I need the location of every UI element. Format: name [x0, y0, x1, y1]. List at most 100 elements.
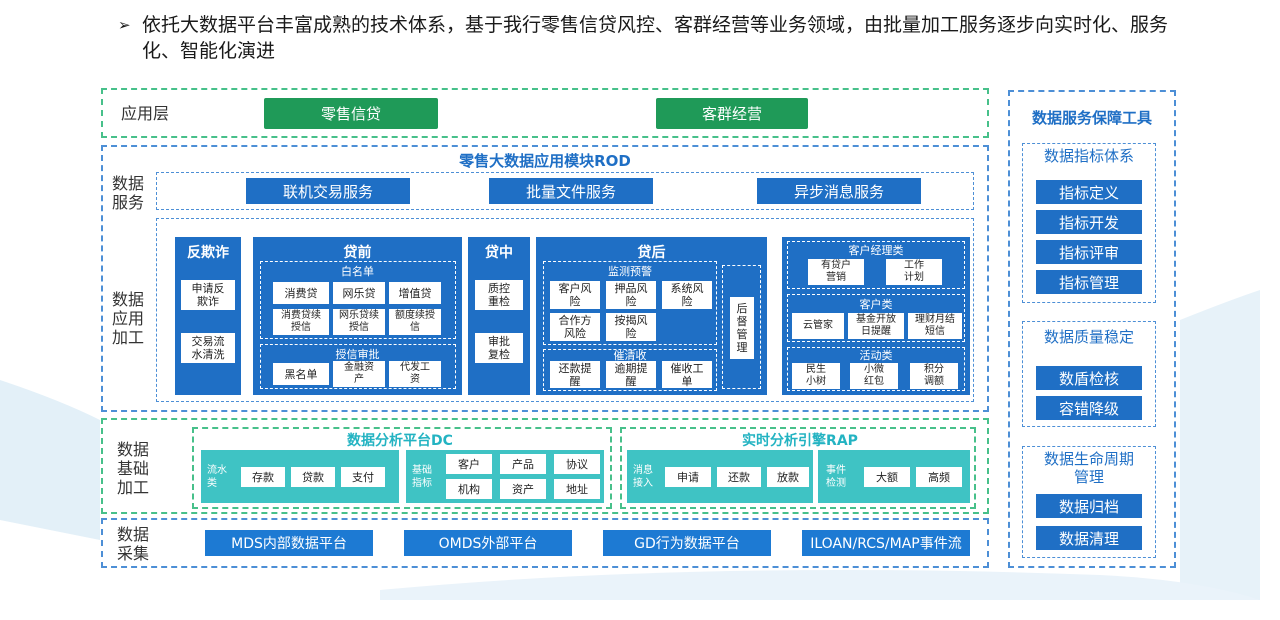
basic-processing-layer: [101, 418, 989, 514]
antifraud-transaction-cleaning[interactable]: 交易流水清洗: [181, 333, 235, 363]
antifraud-column: 反欺诈 申请反欺诈 交易流水清洗: [175, 237, 241, 395]
collection-event-stream[interactable]: ILOAN/RCS/MAP事件流: [802, 530, 970, 556]
rap-msg-application[interactable]: 申请: [665, 467, 711, 487]
manager-frame: [787, 241, 965, 289]
dc-base-asset[interactable]: 资产: [500, 479, 546, 499]
collection-omds-platform[interactable]: OMDS外部平台: [404, 530, 572, 556]
preloan-column: 贷前 白名单 消费贷 网乐贷 增值贷 消费贷续授信 网乐贷续授信 额度续授信 授…: [253, 237, 462, 395]
tools-group-quality-title: 数据质量稳定: [1043, 328, 1134, 346]
postloan-audit-management[interactable]: 后督管理: [730, 297, 754, 359]
tool-indicator-definition[interactable]: 指标定义: [1036, 180, 1142, 204]
tool-shield-check[interactable]: 数盾检核: [1036, 366, 1142, 390]
client-cloud-butler[interactable]: 云管家: [792, 313, 844, 339]
whitelist-consumer-renew[interactable]: 消费贷续授信: [273, 309, 329, 335]
tools-group-indicator: [1022, 143, 1156, 303]
whitelist-title: 白名单: [341, 265, 374, 278]
dc-flow-label: 流水类: [207, 465, 227, 489]
inloan-approval-recheck[interactable]: 审批复检: [475, 333, 523, 363]
credit-blacklist[interactable]: 黑名单: [273, 363, 329, 385]
monitoring-partner-risk[interactable]: 合作方风险: [550, 313, 600, 341]
monitoring-frame: [543, 261, 717, 345]
rap-msg-label: 消息接入: [633, 465, 653, 489]
collection-mds-platform[interactable]: MDS内部数据平台: [205, 530, 373, 556]
data-processing-frame: [156, 218, 974, 402]
tool-fault-tolerance[interactable]: 容错降级: [1036, 396, 1142, 420]
collection-work-order[interactable]: 催收工单: [662, 361, 712, 388]
service-batch-file[interactable]: 批量文件服务: [489, 178, 653, 204]
inloan-quality-recheck[interactable]: 质控重检: [475, 280, 523, 310]
tool-data-cleanup[interactable]: 数据清理: [1036, 526, 1142, 550]
data-processing-label: 数据应用加工: [111, 290, 144, 347]
activity-frame: [787, 347, 965, 391]
dc-flow-loan[interactable]: 贷款: [291, 467, 335, 487]
rap-msg-disbursement[interactable]: 放款: [767, 467, 809, 487]
whitelist-wangle-renew[interactable]: 网乐贷续授信: [333, 309, 385, 335]
whitelist-frame: [260, 261, 456, 339]
tool-indicator-review[interactable]: 指标评审: [1036, 240, 1142, 264]
dc-flow-bar: 流水类 存款 贷款 支付: [201, 450, 399, 503]
dc-base-agreement[interactable]: 协议: [554, 454, 600, 474]
rod-module-title: 零售大数据应用模块ROD: [459, 152, 631, 170]
whitelist-value-added-loan[interactable]: 增值贷: [389, 282, 441, 304]
client-wealth-monthly-sms[interactable]: 理财月结短信: [908, 313, 962, 339]
app-retail-credit[interactable]: 零售信贷: [264, 98, 438, 129]
customer-operation-column: 客户经理类 有贷户营销 工作计划 客户类 云管家 基金开放日提醒 理财月结短信 …: [782, 237, 970, 395]
credit-review-title: 授信审批: [335, 348, 380, 361]
activity-minsheng-tree[interactable]: 民生小树: [792, 363, 840, 389]
dc-flow-deposit[interactable]: 存款: [241, 467, 285, 487]
whitelist-limit-renew[interactable]: 额度续授信: [389, 309, 441, 335]
client-fund-open-day[interactable]: 基金开放日提醒: [848, 313, 904, 339]
preloan-title: 贷前: [343, 245, 372, 261]
monitoring-customer-risk[interactable]: 客户风险: [550, 281, 600, 309]
app-customer-operation[interactable]: 客群经营: [656, 98, 808, 129]
service-async-message[interactable]: 异步消息服务: [757, 178, 921, 204]
client-title: 客户类: [859, 298, 893, 311]
collection-gd-platform[interactable]: GD行为数据平台: [603, 530, 771, 556]
dc-flow-payment[interactable]: 支付: [341, 467, 385, 487]
rap-event-high-frequency[interactable]: 高频: [916, 467, 962, 487]
tool-indicator-management[interactable]: 指标管理: [1036, 270, 1142, 294]
dc-base-customer[interactable]: 客户: [446, 454, 492, 474]
dc-base-address[interactable]: 地址: [554, 479, 600, 499]
header-text: 依托大数据平台丰富成熟的技术体系，基于我行零售信贷风控、客群经营等业务领域，由批…: [142, 14, 1169, 62]
tools-group-lifecycle-title: 数据生命周期管理: [1044, 450, 1135, 486]
rap-msg-repayment[interactable]: 还款: [717, 467, 761, 487]
data-collection-label: 数据采集: [116, 525, 149, 563]
monitoring-collateral-risk[interactable]: 押品风险: [606, 281, 656, 309]
credit-payroll[interactable]: 代发工资: [389, 361, 441, 387]
manager-work-plan[interactable]: 工作计划: [886, 259, 942, 285]
tool-indicator-development[interactable]: 指标开发: [1036, 210, 1142, 234]
manager-title: 客户经理类: [848, 244, 904, 257]
dc-base-institution[interactable]: 机构: [446, 479, 492, 499]
rap-event-large-amount[interactable]: 大额: [864, 467, 910, 487]
header-bullet: ➢ 依托大数据平台丰富成熟的技术体系，基于我行零售信贷风控、客群经营等业务领域，…: [118, 12, 1198, 64]
whitelist-wangle-loan[interactable]: 网乐贷: [333, 282, 385, 304]
application-layer: [101, 88, 989, 138]
whitelist-consumer-loan[interactable]: 消费贷: [273, 282, 329, 304]
service-online-transaction[interactable]: 联机交易服务: [246, 178, 410, 204]
rap-engine-title: 实时分析引擎RAP: [742, 433, 858, 449]
tool-data-archive[interactable]: 数据归档: [1036, 494, 1142, 518]
tools-group-quality: [1022, 321, 1156, 427]
activity-title: 活动类: [859, 349, 893, 362]
dc-base-product[interactable]: 产品: [500, 454, 546, 474]
tools-panel: [1008, 90, 1176, 568]
credit-financial-assets[interactable]: 金融资产: [333, 361, 385, 387]
activity-points-limit[interactable]: 积分调额: [910, 363, 958, 389]
postloan-title: 贷后: [637, 245, 666, 261]
activity-small-red-envelope[interactable]: 小微红包: [850, 363, 898, 389]
application-layer-label: 应用层: [120, 104, 169, 123]
data-collection-layer: [101, 518, 989, 568]
antifraud-application[interactable]: 申请反欺诈: [181, 280, 235, 310]
tools-group-lifecycle: [1022, 446, 1156, 558]
collection-overdue-reminder[interactable]: 逾期提醒: [606, 361, 656, 388]
audit-frame: [722, 265, 761, 389]
data-service-label: 数据服务: [111, 174, 144, 212]
inloan-column: 贷中 质控重检 审批复检: [468, 237, 530, 395]
monitoring-mortgage-risk[interactable]: 按揭风险: [606, 313, 656, 341]
monitoring-system-risk[interactable]: 系统风险: [662, 281, 712, 309]
manager-loan-customer-marketing[interactable]: 有贷户营销: [808, 259, 864, 285]
collection-repayment-reminder[interactable]: 还款提醒: [550, 361, 600, 388]
rap-event-label: 事件检测: [826, 465, 846, 489]
